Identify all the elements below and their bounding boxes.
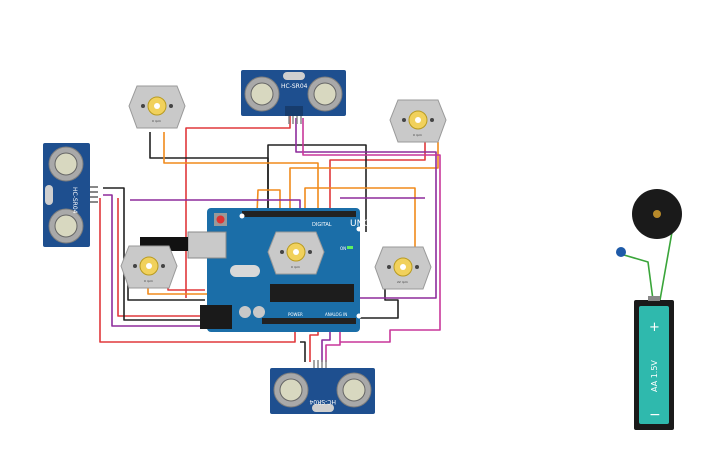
transducer-top bbox=[54, 152, 78, 176]
sensor-bottom-pins bbox=[313, 360, 327, 368]
usb-port bbox=[187, 231, 227, 259]
battery-plus: + bbox=[649, 320, 660, 335]
analog-label: ANALOG IN bbox=[325, 312, 347, 317]
transducer-right bbox=[342, 378, 366, 402]
transducer-left bbox=[250, 82, 274, 106]
dc-motor-5[interactable]: 22 rpm bbox=[374, 246, 432, 290]
piezo-buzzer[interactable] bbox=[616, 189, 682, 257]
sensor-model-label: HC-SR04 bbox=[71, 187, 78, 214]
motor-speed-label: 0 rpm bbox=[413, 133, 422, 137]
digital-label: DIGITAL bbox=[312, 222, 332, 228]
wire-red[interactable] bbox=[117, 198, 205, 317]
sensor-left-pins bbox=[90, 186, 98, 203]
motor-speed-label: 0 rpm bbox=[144, 279, 153, 283]
reset-button[interactable] bbox=[216, 215, 225, 224]
ultrasonic-sensor-bottom[interactable]: HC-SR04 bbox=[270, 368, 375, 414]
motor-speed-label: 22 rpm bbox=[397, 280, 408, 284]
mount-hole bbox=[356, 226, 362, 232]
sensor-crystal bbox=[312, 404, 334, 412]
battery-minus: − bbox=[649, 407, 661, 423]
ultrasonic-sensor-top[interactable]: HC-SR04 bbox=[241, 70, 346, 116]
transducer-left bbox=[279, 378, 303, 402]
battery-cell bbox=[639, 306, 669, 424]
wires bbox=[99, 115, 673, 362]
mount-hole bbox=[356, 313, 362, 319]
wire-purple[interactable] bbox=[295, 118, 437, 299]
wire-green[interactable] bbox=[659, 231, 673, 301]
brand-label: UNO bbox=[350, 219, 370, 229]
transducer-bottom bbox=[54, 214, 78, 238]
motor-speed-label: 0 rpm bbox=[291, 265, 300, 269]
digital-header bbox=[242, 211, 356, 217]
wire-black[interactable] bbox=[149, 132, 269, 210]
aa-battery[interactable]: + − AA 1.5V bbox=[634, 296, 674, 430]
wire-purple[interactable] bbox=[103, 194, 275, 327]
ultrasonic-sensor-left[interactable]: HC-SR04 bbox=[43, 143, 90, 247]
capacitor bbox=[239, 306, 251, 318]
wire-magenta[interactable] bbox=[325, 322, 341, 362]
buzzer-terminal[interactable] bbox=[616, 247, 626, 257]
sensor-crystal bbox=[283, 72, 305, 80]
transducer-right bbox=[313, 82, 337, 106]
dc-motor-1[interactable]: 0 rpm bbox=[128, 85, 186, 129]
battery-label: AA 1.5V bbox=[650, 360, 659, 392]
sensor-top-pins bbox=[288, 116, 302, 124]
atmega-chip bbox=[270, 284, 354, 302]
motor-speed-label: 0 rpm bbox=[152, 119, 161, 123]
wire-black[interactable] bbox=[355, 285, 399, 319]
wire-black[interactable] bbox=[300, 341, 306, 362]
wire-orange[interactable] bbox=[163, 132, 319, 210]
wire-green[interactable] bbox=[623, 254, 654, 301]
dc-motor-4[interactable]: 0 rpm bbox=[267, 231, 325, 275]
power-jack bbox=[200, 305, 232, 329]
wire-black[interactable] bbox=[103, 187, 250, 321]
sensor-crystal bbox=[45, 185, 53, 205]
wire-magenta[interactable] bbox=[302, 118, 441, 343]
capacitor bbox=[253, 306, 265, 318]
crystal bbox=[230, 265, 260, 277]
sensor-model-label: HC-SR04 bbox=[309, 398, 336, 405]
power-analog-header bbox=[262, 318, 356, 324]
sensor-model-label: HC-SR04 bbox=[281, 83, 308, 90]
on-label: ON bbox=[340, 246, 346, 251]
mount-hole bbox=[239, 213, 245, 219]
on-led bbox=[347, 246, 353, 249]
wire-red[interactable] bbox=[185, 115, 291, 298]
buzzer-center bbox=[653, 210, 661, 218]
wire-red[interactable] bbox=[329, 140, 426, 210]
dc-motor-2[interactable]: 0 rpm bbox=[389, 99, 447, 143]
power-label: POWER bbox=[288, 312, 303, 317]
dc-motor-3[interactable]: 0 rpm bbox=[120, 245, 178, 289]
